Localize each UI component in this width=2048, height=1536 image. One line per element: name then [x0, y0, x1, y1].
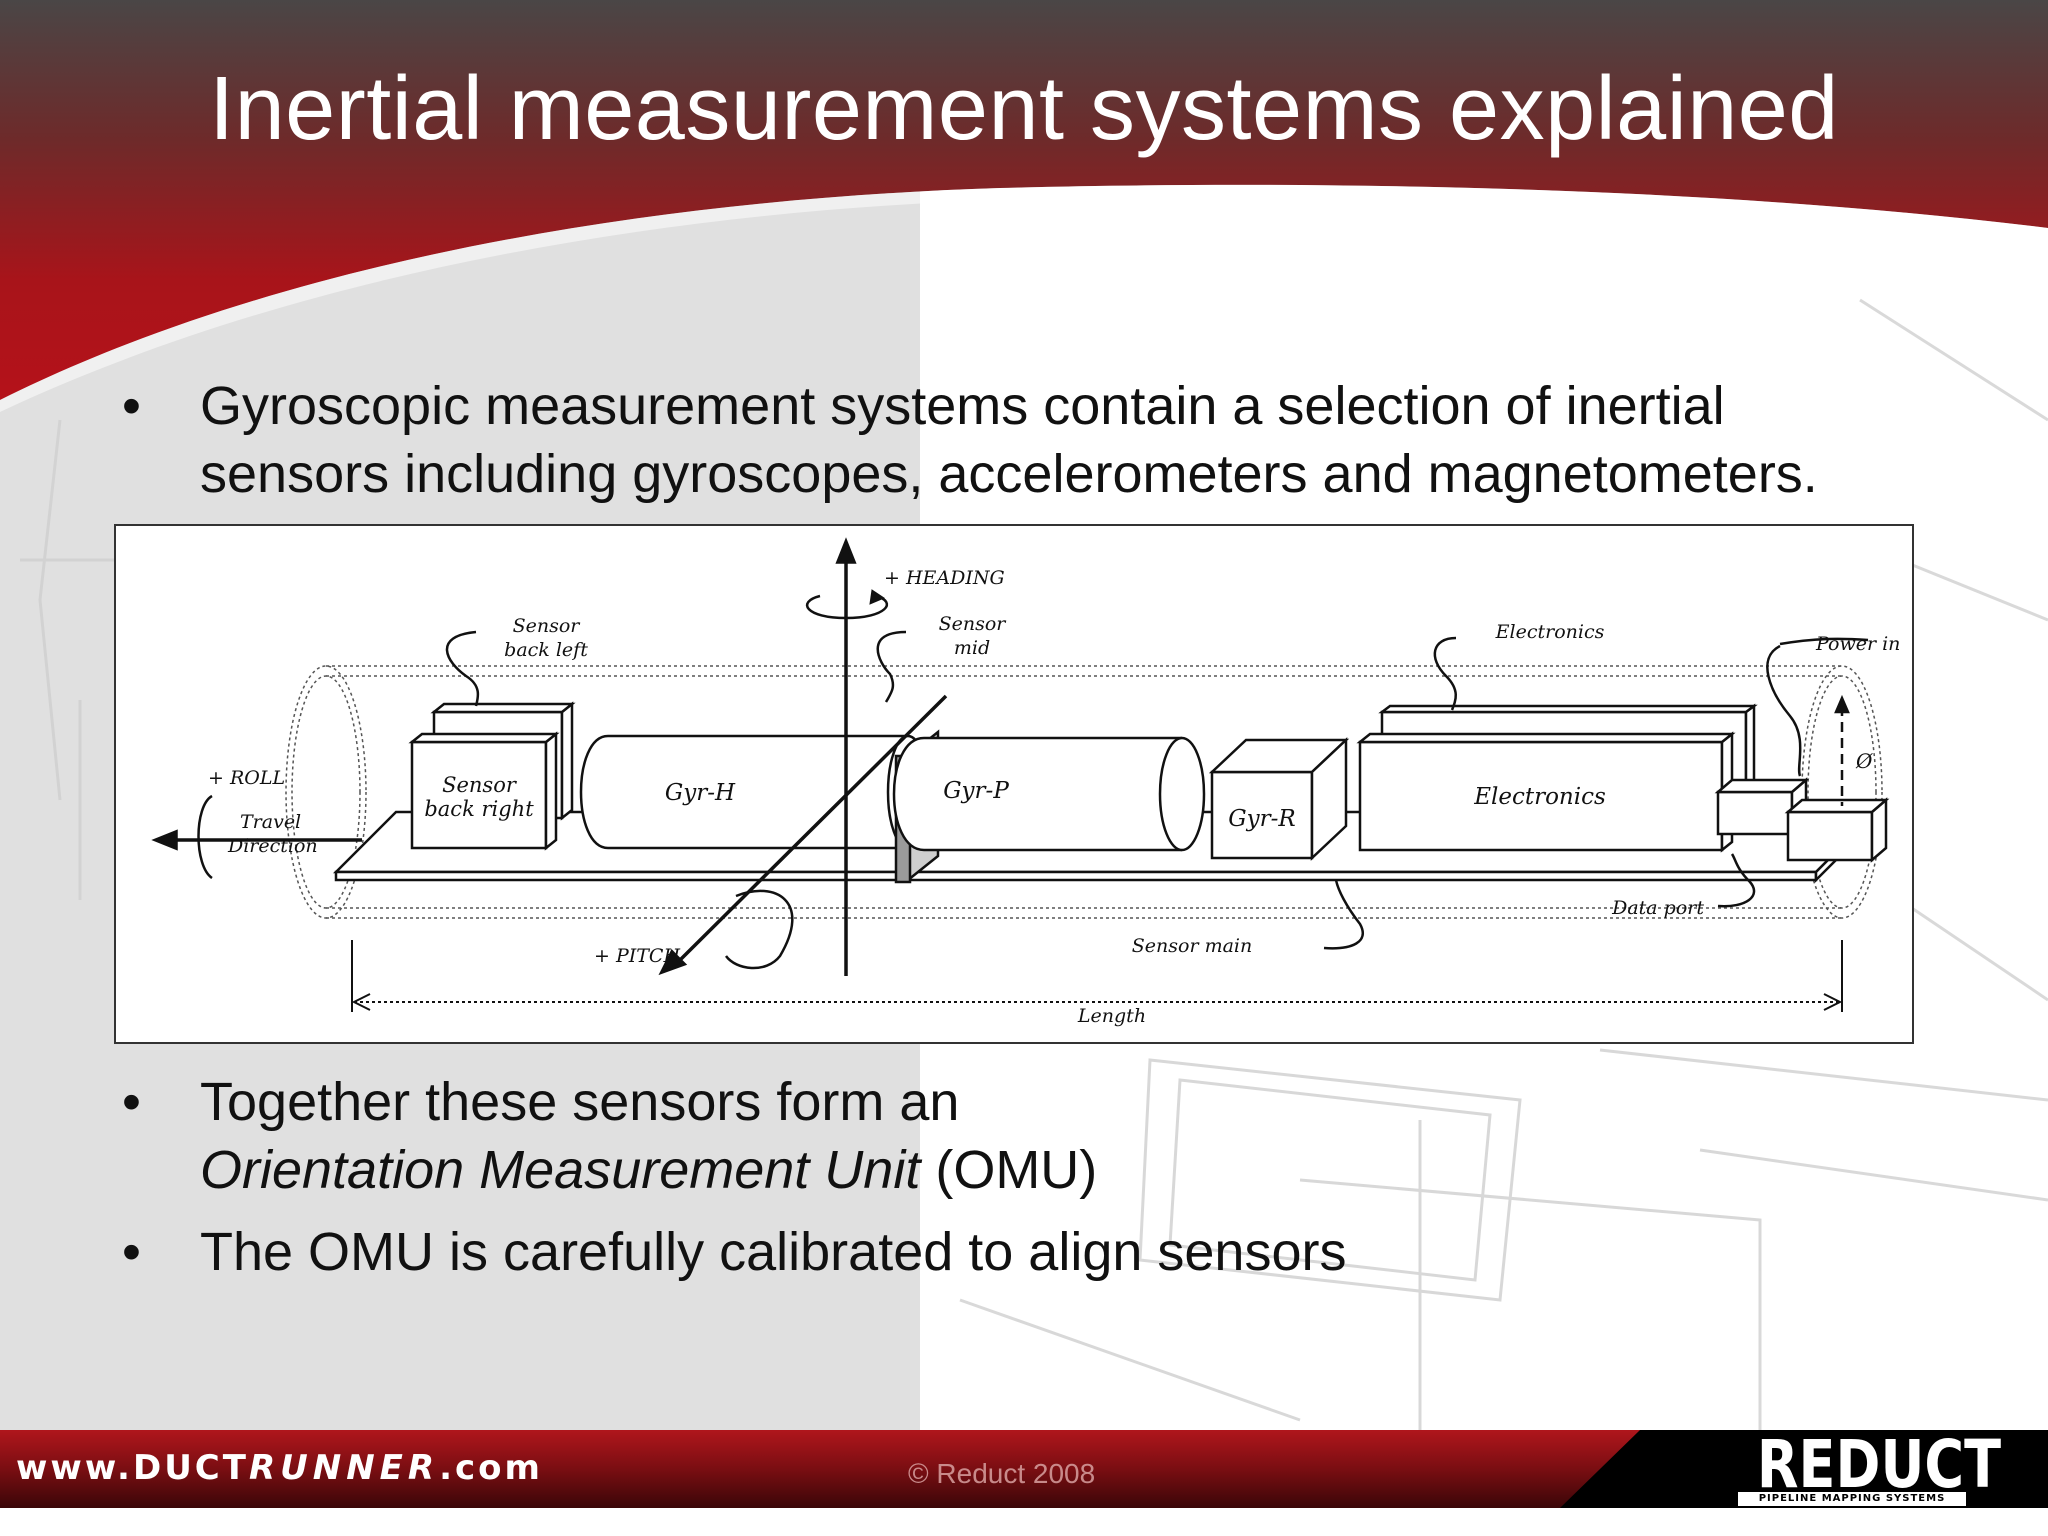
label-travel-2: Direction: [227, 835, 318, 857]
pitch-axis: [658, 694, 948, 976]
bullet-text: The OMU is carefully calibrated to align…: [200, 1218, 1346, 1286]
diameter-arrow: [1834, 694, 1850, 806]
label-power-in: Power in: [1815, 633, 1900, 655]
bullet-dot: •: [122, 376, 141, 436]
bullet-2-line-2: Orientation Measurement Unit (OMU): [200, 1136, 1097, 1204]
length-dimension: [351, 940, 1843, 1012]
heading-axis: [806, 537, 889, 976]
reduct-logo: REDUCT PIPELINE MAPPING SYSTEMS: [1736, 1426, 2002, 1510]
bullet-2-line-1: Together these sensors form an: [200, 1072, 960, 1132]
label-gyr-h: Gyr-H: [665, 780, 736, 806]
gyr-r-cube: [1208, 737, 1350, 861]
bullet-text: Gyroscopic measurement systems contain a…: [200, 372, 1818, 508]
footer-bar: [0, 1430, 2048, 1508]
label-sensor-back-left-2: back left: [504, 639, 588, 661]
label-sensor-back-right-2: back right: [424, 797, 534, 821]
label-sensor-mid-1: Sensor: [939, 613, 1008, 635]
label-sensor-mid-2: mid: [954, 637, 990, 659]
bullet-1-line-1: Gyroscopic measurement systems contain a…: [200, 376, 1725, 436]
roll-axis: [151, 794, 362, 880]
footer-url-prefix: www.DUCT: [16, 1448, 249, 1488]
omu-acronym: (OMU): [920, 1140, 1098, 1200]
label-gyr-r: Gyr-R: [1228, 806, 1295, 832]
bullet-1-line-2: sensors including gyroscopes, accelerome…: [200, 444, 1818, 504]
bullet-text: Together these sensors form an Orientati…: [200, 1068, 1097, 1204]
label-electronics-top: Electronics: [1495, 621, 1605, 643]
footer-website-link[interactable]: www.DUCTRUNNER.com: [16, 1448, 543, 1488]
leader-lines: [445, 630, 1869, 950]
bullet-3-line-1: The OMU is carefully calibrated to align…: [200, 1222, 1347, 1282]
logo-subtitle: PIPELINE MAPPING SYSTEMS: [1738, 1492, 1966, 1506]
logo-text: REDUCT: [1756, 1426, 2002, 1503]
label-heading: + HEADING: [884, 567, 1005, 589]
label-length: Length: [1077, 1005, 1146, 1027]
label-travel-1: Travel: [240, 811, 301, 833]
label-data-port: Data port: [1611, 897, 1704, 919]
footer-url-strong: RUNNER: [248, 1448, 440, 1488]
footer-copyright: © Reduct 2008: [908, 1458, 1096, 1489]
label-gyr-p: Gyr-P: [943, 778, 1009, 804]
label-sensor-back-right-1: Sensor: [442, 773, 518, 797]
footer-url-suffix: .com: [439, 1448, 543, 1488]
label-diameter: Ø: [1855, 749, 1873, 773]
label-electronics-box: Electronics: [1473, 784, 1606, 810]
omu-diagram: Sensor back right Gyr-H Gyr-P: [114, 524, 1914, 1044]
label-sensor-main: Sensor main: [1132, 935, 1252, 957]
electronics-front-box: [1356, 731, 1736, 853]
connector-boxes: [1714, 777, 1890, 863]
gyr-p-cylinder: [892, 736, 1206, 852]
slide-title: Inertial measurement systems explained: [209, 59, 1839, 159]
sensor-back-right-box: [408, 731, 560, 851]
label-pitch: + PITCH: [594, 945, 680, 967]
bullet-dot: •: [122, 1222, 141, 1282]
label-roll: + ROLL: [208, 767, 285, 789]
omu-term: Orientation Measurement Unit: [200, 1140, 921, 1200]
label-sensor-back-left-1: Sensor: [513, 615, 582, 637]
bullet-dot: •: [122, 1072, 141, 1132]
